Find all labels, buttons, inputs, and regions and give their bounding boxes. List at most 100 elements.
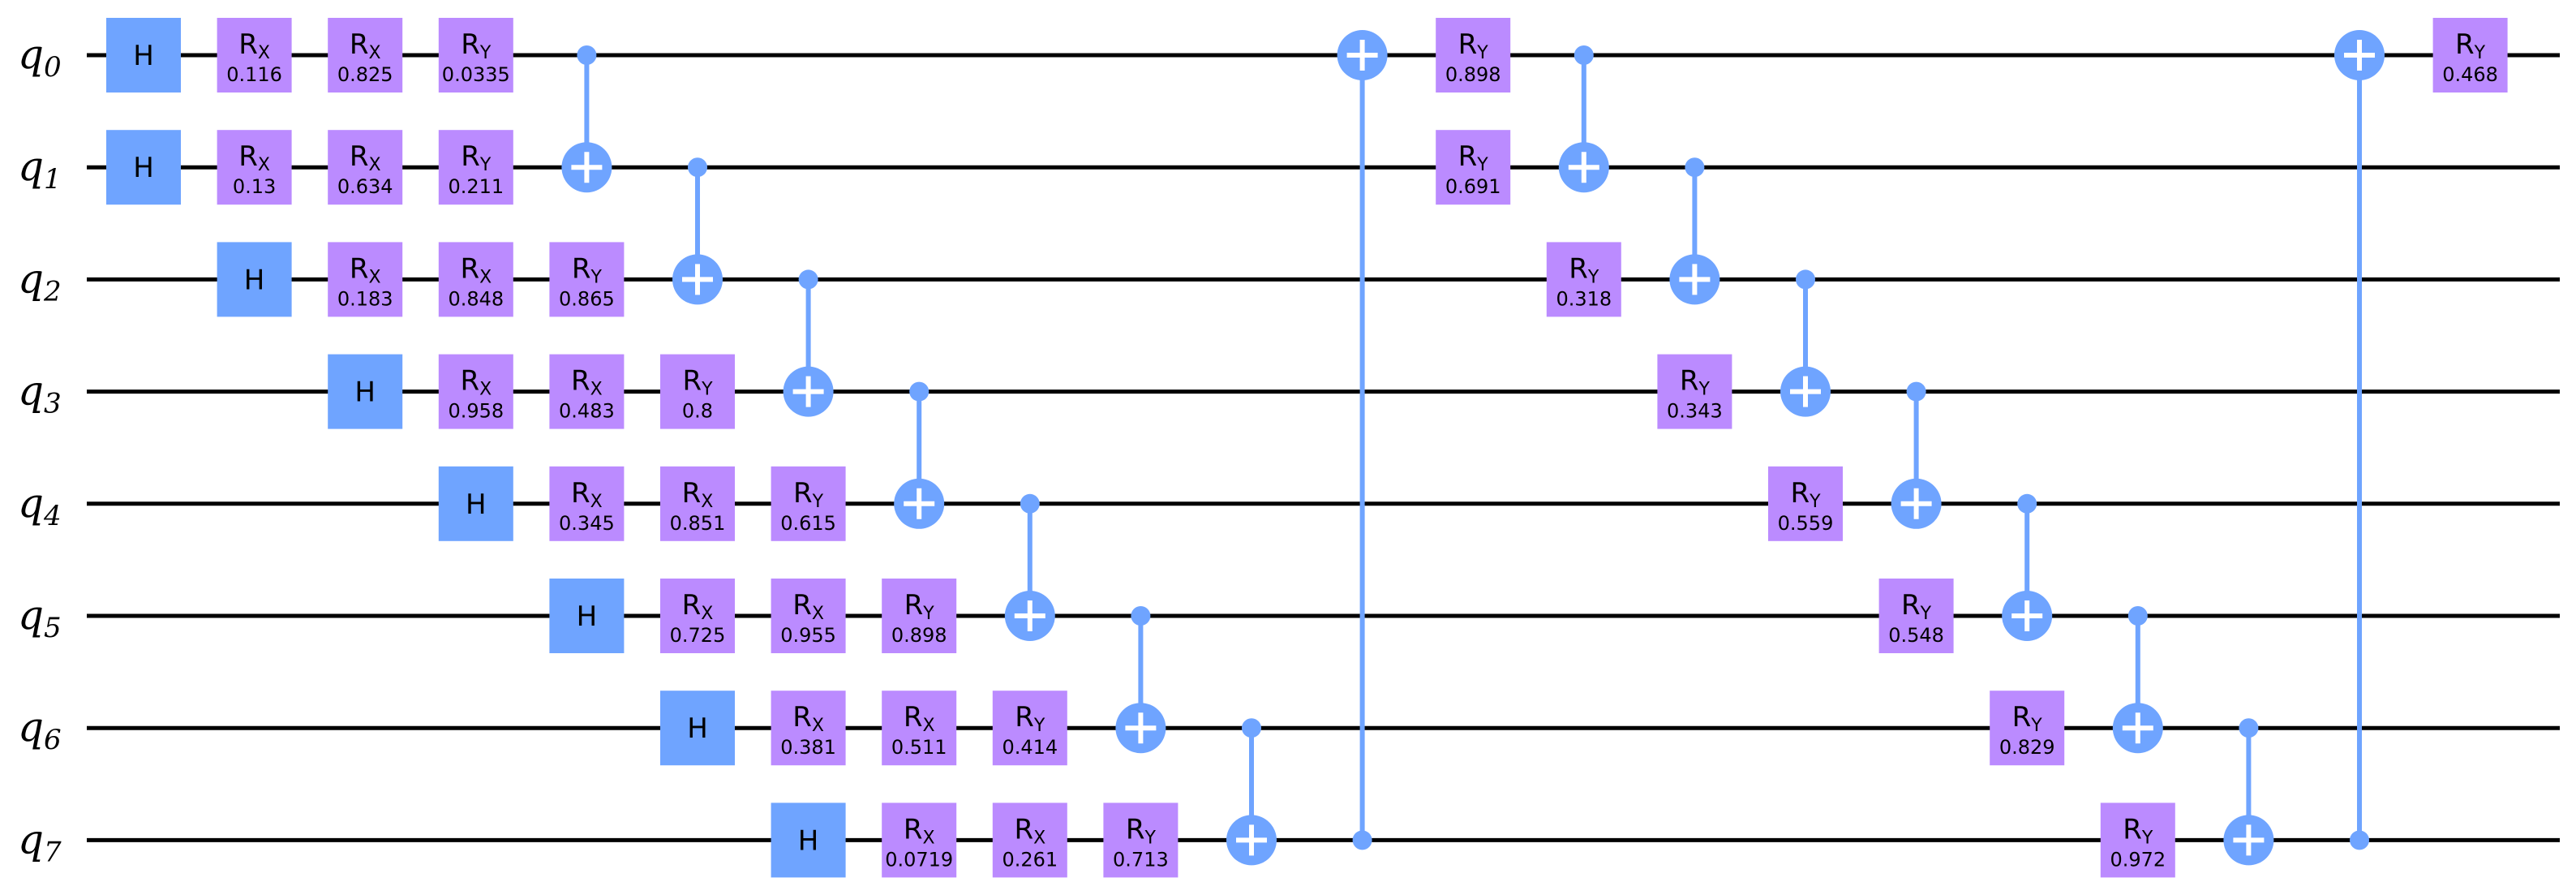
- gate-parameter: 0.713: [1113, 848, 1169, 871]
- cnot-gate: [2002, 493, 2053, 641]
- rx-rotation-gate: RX0.725: [660, 579, 735, 653]
- hadamard-gate: H: [106, 130, 181, 205]
- rx-rotation-gate: RX0.851: [660, 466, 735, 541]
- control-dot: [1352, 830, 1372, 850]
- control-dot: [1796, 269, 1815, 290]
- gate-parameter: 0.468: [2442, 63, 2498, 86]
- rx-rotation-gate: RX0.183: [328, 242, 403, 317]
- cnot-gate: [1669, 157, 1720, 305]
- cnot-gate: [2334, 30, 2385, 850]
- gate-parameter: 0.414: [1002, 736, 1058, 759]
- control-dot: [1574, 45, 1594, 65]
- ry-rotation-gate: RY0.343: [1657, 354, 1732, 429]
- cnot-gate: [2112, 606, 2163, 754]
- ry-rotation-gate: RY0.211: [438, 130, 513, 205]
- hadamard-gate: H: [660, 691, 735, 766]
- qubit-label: q4: [18, 480, 62, 532]
- ry-rotation-gate: RY0.615: [771, 466, 846, 541]
- gate-parameter: 0.725: [670, 624, 726, 647]
- rx-rotation-gate: RX0.955: [771, 579, 846, 653]
- gate-parameter: 0.381: [780, 736, 836, 759]
- qubit-label: q7: [18, 815, 62, 868]
- ry-rotation-gate: RY0.8: [660, 354, 735, 429]
- gate-parameter: 0.829: [1999, 736, 2055, 759]
- gate-label: RY: [572, 252, 603, 287]
- cnot-gate: [894, 381, 945, 529]
- qubit-label: q3: [18, 368, 62, 420]
- gate-parameter: 0.691: [1445, 175, 1501, 198]
- cnot-gate: [2223, 718, 2274, 866]
- hadamard-gate: H: [106, 18, 181, 93]
- rx-rotation-gate: RX0.634: [328, 130, 403, 205]
- gate-parameter: 0.848: [448, 287, 504, 310]
- control-dot: [798, 269, 818, 290]
- control-dot: [1131, 606, 1151, 626]
- ry-rotation-gate: RY0.414: [992, 691, 1067, 766]
- cnot-gate: [1115, 606, 1166, 754]
- gate-parameter: 0.261: [1002, 848, 1058, 871]
- circuit-operations: HHRX0.116RX0.13HRX0.825RX0.634RX0.183HRY…: [106, 18, 2508, 878]
- control-dot: [1906, 381, 1926, 402]
- gate-parameter: 0.318: [1556, 287, 1612, 310]
- qubit-label: q6: [18, 704, 62, 756]
- rx-rotation-gate: RX0.848: [438, 242, 513, 317]
- ry-rotation-gate: RY0.548: [1878, 579, 1954, 653]
- control-dot: [2350, 830, 2369, 850]
- gate-label: H: [466, 488, 487, 521]
- qubit-label: q1: [18, 143, 62, 196]
- ry-rotation-gate: RY0.972: [2100, 802, 2175, 878]
- ry-rotation-gate: RY0.318: [1546, 242, 1621, 317]
- control-dot: [688, 157, 707, 178]
- ry-rotation-gate: RY0.898: [1436, 18, 1511, 93]
- gate-label: RY: [904, 589, 935, 624]
- gate-parameter: 0.972: [2110, 848, 2166, 871]
- gate-parameter: 0.634: [337, 175, 393, 198]
- gate-parameter: 0.851: [670, 512, 726, 535]
- cnot-gate: [672, 157, 723, 305]
- gate-parameter: 0.898: [891, 624, 947, 647]
- gate-label: RX: [238, 28, 270, 63]
- control-dot: [2017, 493, 2037, 514]
- control-dot: [1020, 493, 1040, 514]
- rx-rotation-gate: RX0.381: [771, 691, 846, 766]
- gate-parameter: 0.559: [1778, 512, 1834, 535]
- control-dot: [1685, 157, 1705, 178]
- rx-rotation-gate: RX0.0719: [882, 802, 957, 878]
- hadamard-gate: H: [217, 242, 292, 317]
- gate-parameter: 0.116: [226, 63, 282, 86]
- rx-rotation-gate: RX0.825: [328, 18, 403, 93]
- gate-parameter: 0.13: [233, 175, 276, 198]
- ry-rotation-gate: RY0.691: [1436, 130, 1511, 205]
- rx-rotation-gate: RX0.345: [549, 466, 625, 541]
- gate-label: H: [687, 712, 708, 745]
- cnot-gate: [1558, 45, 1609, 193]
- hadamard-gate: H: [549, 579, 625, 653]
- gate-parameter: 0.343: [1667, 400, 1723, 423]
- control-dot: [2239, 718, 2259, 738]
- qubit-label: q2: [18, 255, 62, 308]
- control-dot: [1242, 718, 1261, 738]
- ry-rotation-gate: RY0.713: [1103, 802, 1179, 878]
- ry-rotation-gate: RY0.559: [1768, 466, 1843, 541]
- cnot-gate: [561, 45, 612, 193]
- ry-rotation-gate: RY0.0335: [438, 18, 513, 93]
- gate-parameter: 0.511: [891, 736, 947, 759]
- gate-parameter: 0.0719: [885, 848, 953, 871]
- gate-parameter: 0.615: [780, 512, 836, 535]
- gate-parameter: 0.8: [682, 400, 713, 423]
- gate-parameter: 0.183: [337, 287, 393, 310]
- gate-label: H: [577, 600, 598, 633]
- cnot-gate: [1780, 269, 1831, 417]
- gate-parameter: 0.345: [559, 512, 615, 535]
- gate-label: H: [354, 377, 376, 409]
- ry-rotation-gate: RY0.829: [1990, 691, 2065, 766]
- gate-parameter: 0.825: [337, 63, 393, 86]
- gate-label: H: [133, 40, 154, 72]
- gate-label: RY: [1458, 140, 1489, 175]
- cnot-gate: [1004, 493, 1055, 641]
- gate-parameter: 0.0335: [442, 63, 510, 86]
- hadamard-gate: H: [328, 354, 403, 429]
- hadamard-gate: H: [771, 802, 846, 878]
- rx-rotation-gate: RX0.483: [549, 354, 625, 429]
